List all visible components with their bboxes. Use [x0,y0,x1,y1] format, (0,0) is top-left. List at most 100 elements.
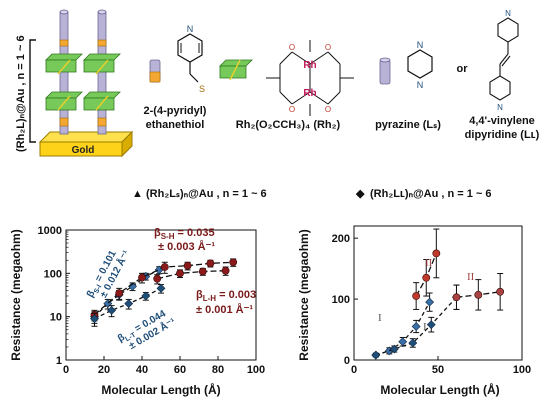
linker-label-1: 2-(4-pyridyl) [144,105,207,117]
chart-right-ytick-label: 100 [332,294,350,306]
annotation-beta-sl: βS-l = 0.101 ± 0.012 Å⁻¹ [85,247,133,300]
chart-left-xtick-label: 100 [247,364,265,376]
chart-left-xtick-label: 60 [174,364,186,376]
chart-left-data-point [107,305,117,315]
rh-top: Rh [303,60,316,71]
chart-left-series [90,258,238,327]
chart-right-ticks: 0 50 100 0 100 200 [332,233,532,376]
chart-left-data-point [176,269,184,278]
chart-left-data-point [183,261,192,270]
chart-right-xlabel: Molecular Length (Å) [380,382,499,397]
chart-right-ylabel: Resistance (megaohm) [297,229,311,360]
chart-left-data-point [138,273,146,282]
n-atom-bottom: N [417,80,424,90]
chart-right-series-line [375,301,431,356]
pyrazine-label: pyrazine (Lₛ) [375,119,441,131]
bracket [29,39,36,143]
chart-left-ytick-label: 1 [56,355,62,367]
chart-left-ytick-label: 100 [44,268,62,280]
scheme-panel: (Rh₂L)ₙ@Au , n = 1 ~ 6 Gold [15,9,540,158]
chart-right-ytick-label: 0 [344,355,350,367]
o-atom-2: O [325,43,331,52]
chart-left-ytick-label: 1000 [38,225,62,237]
rh2-structure [266,40,354,116]
region-label-2b: II [467,271,475,283]
vinylene-label-2: dipyridine (Lʟ) [465,129,540,141]
legend-linker: N S 2-(4-pyridyl) ethanethiol [144,24,207,131]
chart-right-data-point [474,290,483,299]
chart-right-xtick-label: 50 [432,364,444,376]
rh2-label: Rh₂(O₂CCH₃)₄ (Rh₂) [236,119,341,131]
annotation-beta-lt: βL-T = 0.044 ± 0.002 Å⁻¹ [116,308,178,352]
chart-right-data-point [422,273,431,282]
chart-right-data-point [411,322,421,331]
chart-right-data-point [398,337,408,347]
gold-substrate: Gold [38,130,134,158]
annotation-beta-sh: βS-H = 0.035 ± 0.003 Å⁻¹ [154,227,215,253]
chart-right-data-point [389,344,399,354]
n-atom: N [187,24,194,34]
svg-text:± 0.003 Å⁻¹: ± 0.003 Å⁻¹ [158,240,215,253]
chart-left-data-point [198,267,207,276]
chart-left-data-point [141,291,151,301]
chart-right-xtick-label: 100 [513,364,531,376]
chart-left-data-point [115,289,124,297]
svg-text:βL-H = 0.003: βL-H = 0.003 [196,289,256,303]
s-atom: S [199,84,205,94]
region-label-1b: I [423,321,427,333]
o-atom-3: O [289,105,295,114]
chart-right-data-point [452,293,461,302]
linker-label-2: ethanethiol [146,119,205,131]
chart-left-data-point [221,266,230,275]
stack-label: (Rh₂L)ₙ@Au , n = 1 ~ 6 [15,35,27,152]
chart-left-data-point [128,281,137,291]
chart-left-ylabel: Resistance (megaohm) [9,229,23,360]
annotation-beta-lh: βL-H = 0.003 ± 0.001 Å⁻¹ [196,289,256,316]
legend-rh2: Rh Rh O O O O Rh₂(O₂CCH₃)₄ (Rh₂) [219,40,354,131]
chart-right-data-point [425,297,435,307]
chart-left-xtick-label: 0 [63,364,69,376]
chart-right-data-point [412,292,421,300]
region-label-1a: I [378,312,382,324]
chart-left-data-point [156,283,166,293]
n-atom-vin-top: N [505,9,511,18]
chart-left-xtick-label: 20 [98,364,110,376]
gold-label: Gold [72,145,95,156]
chart-left-xlabel: Molecular Length (Å) [101,382,220,397]
chart-left-xtick-label: 80 [212,364,224,376]
chart-right-data-point [496,287,505,296]
chart-left-title: (Rh₂Lₛ)ₙ@Au , n = 1 ~ 6 [146,188,267,200]
svg-text:± 0.001 Å⁻¹: ± 0.001 Å⁻¹ [196,303,253,316]
chart-right-data-point [408,338,418,348]
legend-vinylene: N N 4,4'-vinylene dipyridine (Lʟ) [465,9,540,141]
svg-text:βS-H = 0.035: βS-H = 0.035 [154,227,215,241]
chart-left-data-point [160,263,169,271]
chart-left-marker: ▲ [132,188,143,200]
region-label-2a: II [425,257,433,269]
chart-right-ytick-label: 200 [332,233,350,245]
chart-right-data-point [432,249,441,258]
chart-left-data-point [206,259,215,268]
o-atom-1: O [289,43,295,52]
chart-left-data-point [124,299,134,309]
chart-right-series [371,228,505,360]
n-atom-top: N [417,40,424,50]
rh-bottom: Rh [303,88,316,99]
chart-left-data-point [90,314,99,324]
n-atom-vin-bottom: N [497,103,503,112]
chart-left-data-point [153,274,162,283]
chart-left-series-line [157,270,226,280]
chart-left-ytick-label: 10 [50,312,62,324]
o-atom-4: O [325,105,331,114]
or-word: or [457,63,469,75]
chart-right-xtick-label: 0 [351,364,357,376]
pillar-left [45,9,83,135]
chart-left-data-point [229,258,238,267]
chart-left-plot-area [65,229,257,361]
legend-pyrazine: N N pyrazine (Lₛ) [375,40,441,131]
chart-right-data-point [371,350,381,360]
vinylene-label-1: 4,4'-vinylene [469,115,535,127]
